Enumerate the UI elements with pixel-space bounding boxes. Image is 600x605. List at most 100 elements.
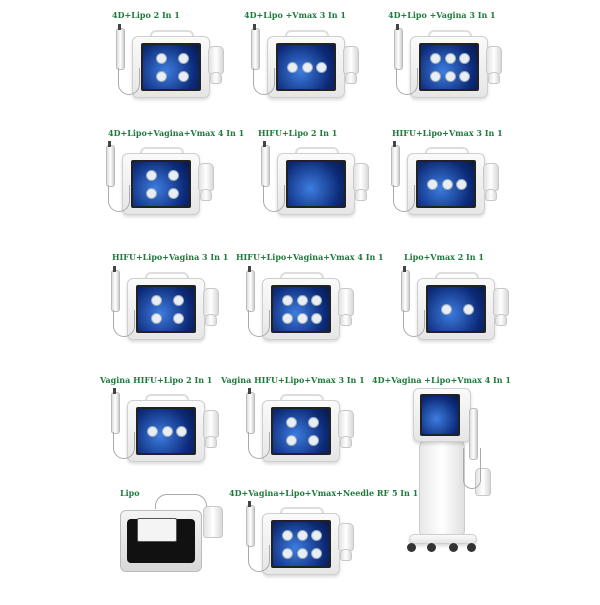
screen-menu-icon [456, 179, 468, 190]
handpiece-cable [108, 185, 130, 212]
product-image [388, 24, 508, 128]
product-image [385, 141, 505, 245]
carry-handle [280, 507, 324, 515]
handpiece-probe [261, 145, 270, 187]
lipo-handpiece-base [485, 189, 497, 201]
product-image [395, 266, 515, 370]
handpiece-probe [401, 270, 410, 312]
carry-handle [428, 30, 472, 38]
handpiece-cable [393, 185, 415, 212]
screen-menu-icon [444, 53, 456, 64]
lipo-handpiece-base [200, 189, 212, 201]
screen-menu-icon [161, 426, 173, 437]
product-image [255, 141, 375, 245]
screen-menu-icon [296, 295, 308, 306]
lipo-handpiece-base [345, 72, 357, 84]
carry-handle [425, 147, 469, 155]
screen-menu-icon [285, 417, 297, 428]
handpiece-probe [116, 28, 125, 70]
product-label: 4D+Lipo+Vagina+Vmax 4 In 1 [108, 128, 245, 138]
product-label: HIFU+Lipo+Vagina 3 In 1 [112, 252, 229, 262]
probe-tip [396, 24, 399, 30]
device-body [132, 36, 210, 98]
screen-menu-icon [429, 71, 441, 82]
screen-menu-icon [459, 53, 471, 64]
device-screen [419, 43, 479, 91]
handpiece-cable [113, 432, 135, 459]
lipo-handpiece-base [340, 549, 352, 561]
probe-tip [393, 141, 396, 147]
lipo-handpiece [338, 410, 354, 438]
cart-base [409, 534, 477, 544]
screen-menu-icon [444, 71, 456, 82]
lipo-handpiece [338, 523, 354, 551]
handpiece-cable [253, 68, 275, 95]
device-body [262, 278, 340, 340]
product-label: 4D+Vagina +Lipo+Vmax 4 In 1 [372, 375, 511, 385]
probe-tip [253, 24, 256, 30]
device-body [407, 153, 485, 215]
carry-handle [140, 147, 184, 155]
device-screen [276, 43, 336, 91]
screen-menu-icon [296, 548, 308, 559]
carry-handle [435, 272, 479, 280]
device-screen [271, 520, 331, 568]
lipo-handpiece [483, 163, 499, 191]
screen-menu-icon [296, 313, 308, 324]
screen-menu-icon [311, 530, 323, 541]
screen-menu-icon [281, 548, 293, 559]
device-body [277, 153, 355, 215]
probe-tip [263, 141, 266, 147]
product-image [115, 494, 235, 600]
device-screen [286, 160, 346, 208]
handpiece-cable [118, 68, 140, 95]
handpiece-cable [248, 432, 270, 459]
handpiece-probe [394, 28, 403, 70]
handpiece-cable [396, 68, 418, 95]
product-image [100, 141, 220, 245]
screen-menu-icon [172, 295, 184, 306]
handpiece-probe [106, 145, 115, 187]
lipo-handpiece-base [355, 189, 367, 201]
device-screen [141, 43, 201, 91]
screen-menu-icon [311, 295, 323, 306]
lipo-handpiece-base [205, 314, 217, 326]
product-label: HIFU+Lipo 2 In 1 [258, 128, 338, 138]
lipo-handpiece-base [488, 72, 500, 84]
carry-handle [280, 272, 324, 280]
screen-menu-icon [177, 71, 189, 82]
lipo-handpiece [493, 288, 509, 316]
handpiece-probe [391, 145, 400, 187]
device-body [267, 36, 345, 98]
screen-menu-icon [307, 417, 319, 428]
lipo-handpiece-base [210, 72, 222, 84]
probe-tip [248, 388, 251, 394]
lipo-handpiece [338, 288, 354, 316]
screen-menu-icon [176, 426, 188, 437]
screen-menu-icon [286, 62, 298, 73]
carry-handle [295, 147, 339, 155]
product-image [240, 501, 360, 605]
wheel [427, 543, 436, 552]
wheel [449, 543, 458, 552]
screen-menu-icon [316, 62, 328, 73]
screen-menu-icon [462, 304, 474, 315]
probe-tip [108, 141, 111, 147]
product-image [240, 266, 360, 370]
screen-menu-icon [167, 188, 179, 199]
handpiece-cable [248, 545, 270, 572]
screen-menu-icon [281, 295, 293, 306]
carry-handle [145, 394, 189, 402]
lipo-handpiece [203, 506, 223, 538]
screen-menu-icon [296, 530, 308, 541]
screen-menu-icon [145, 188, 157, 199]
lipo-handpiece-base [495, 314, 507, 326]
device-body [127, 400, 205, 462]
carry-handle [285, 30, 329, 38]
device-screen [271, 407, 331, 455]
product-image [110, 24, 230, 128]
handpiece-probe [246, 505, 255, 547]
lipo-handpiece [343, 46, 359, 74]
screen-menu-icon [440, 304, 452, 315]
screen-menu-icon [150, 295, 162, 306]
